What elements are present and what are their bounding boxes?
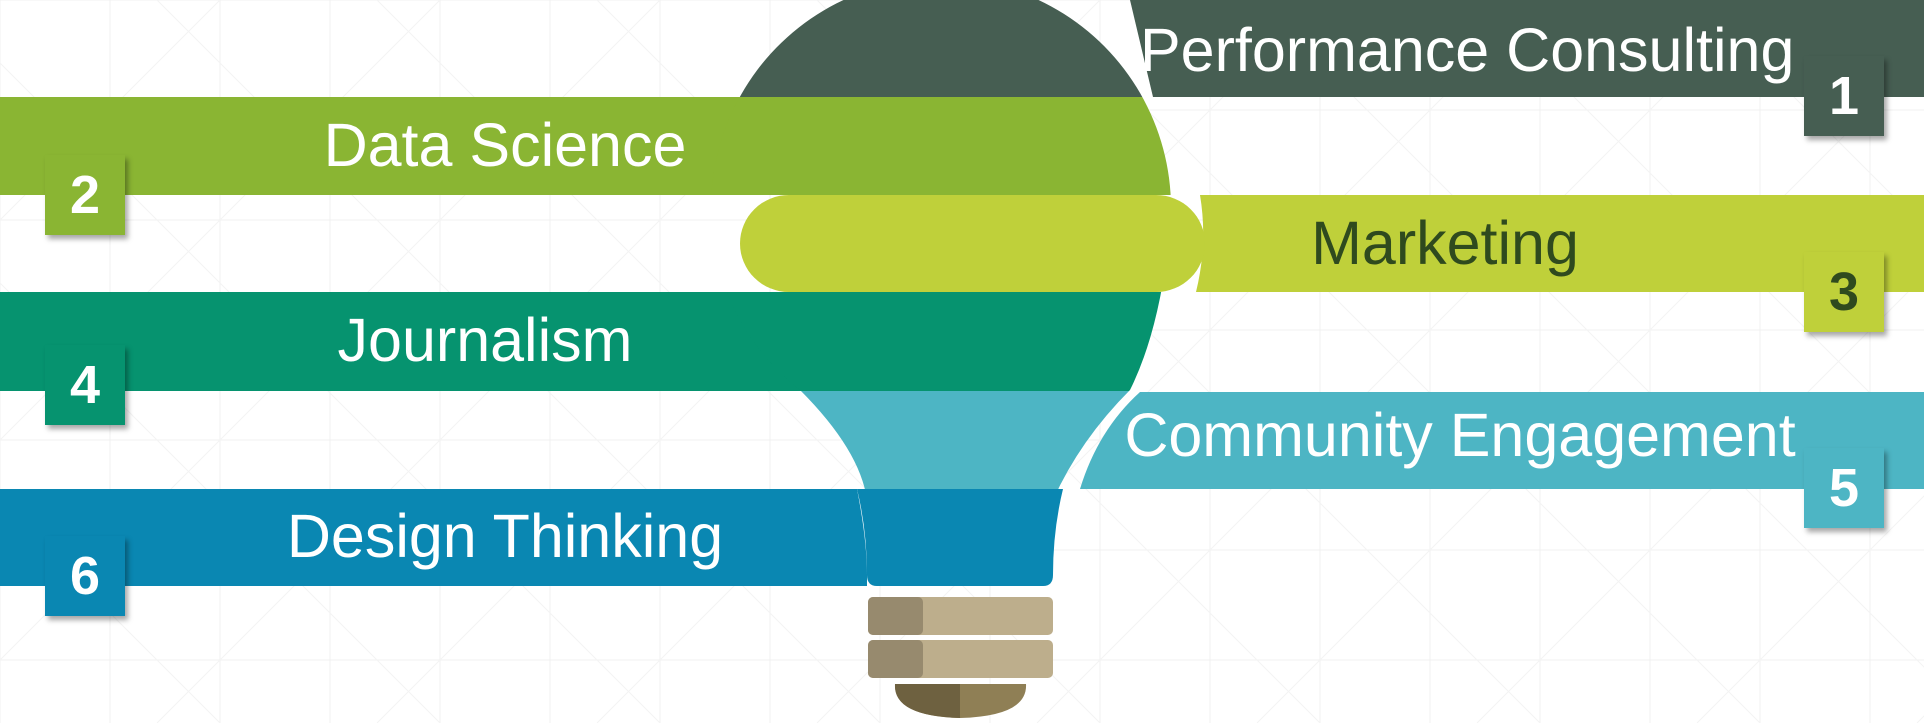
label-community-engagement: Community Engagement <box>1124 401 1796 469</box>
band-6-stripe <box>0 489 867 586</box>
band-1-stripe <box>1130 0 1924 97</box>
band-3-stripe <box>1196 195 1924 292</box>
badge-5: 5 <box>1804 448 1884 528</box>
band-data-science <box>0 97 1172 195</box>
bulb-base <box>868 597 1053 718</box>
band-4-bulb-segment <box>711 292 1172 391</box>
base-cap-shadow <box>894 684 960 718</box>
base-ring-1-shade <box>868 597 923 635</box>
band-2-bulb-segment <box>711 97 1172 195</box>
band-1-bulb-segment <box>711 0 1172 97</box>
label-design-thinking: Design Thinking <box>286 502 724 570</box>
label-journalism: Journalism <box>337 306 633 374</box>
badge-6: 6 <box>45 536 125 616</box>
label-marketing: Marketing <box>1311 209 1579 277</box>
badge-3: 3 <box>1804 252 1884 332</box>
badge-1: 1 <box>1804 56 1884 136</box>
label-performance-consulting: Performance Consulting <box>1140 16 1795 84</box>
badge-4: 4 <box>45 345 125 425</box>
base-ring-2-shade <box>868 640 923 678</box>
label-data-science: Data Science <box>323 111 687 179</box>
band-5-stripe <box>1080 392 1924 489</box>
band-design-thinking <box>0 489 1063 586</box>
band-marketing <box>740 195 1924 292</box>
band-journalism <box>0 292 1172 391</box>
band-6-bulb-segment <box>857 489 1063 586</box>
badge-2: 2 <box>45 155 125 235</box>
band-3-bulb-segment <box>740 195 1205 292</box>
